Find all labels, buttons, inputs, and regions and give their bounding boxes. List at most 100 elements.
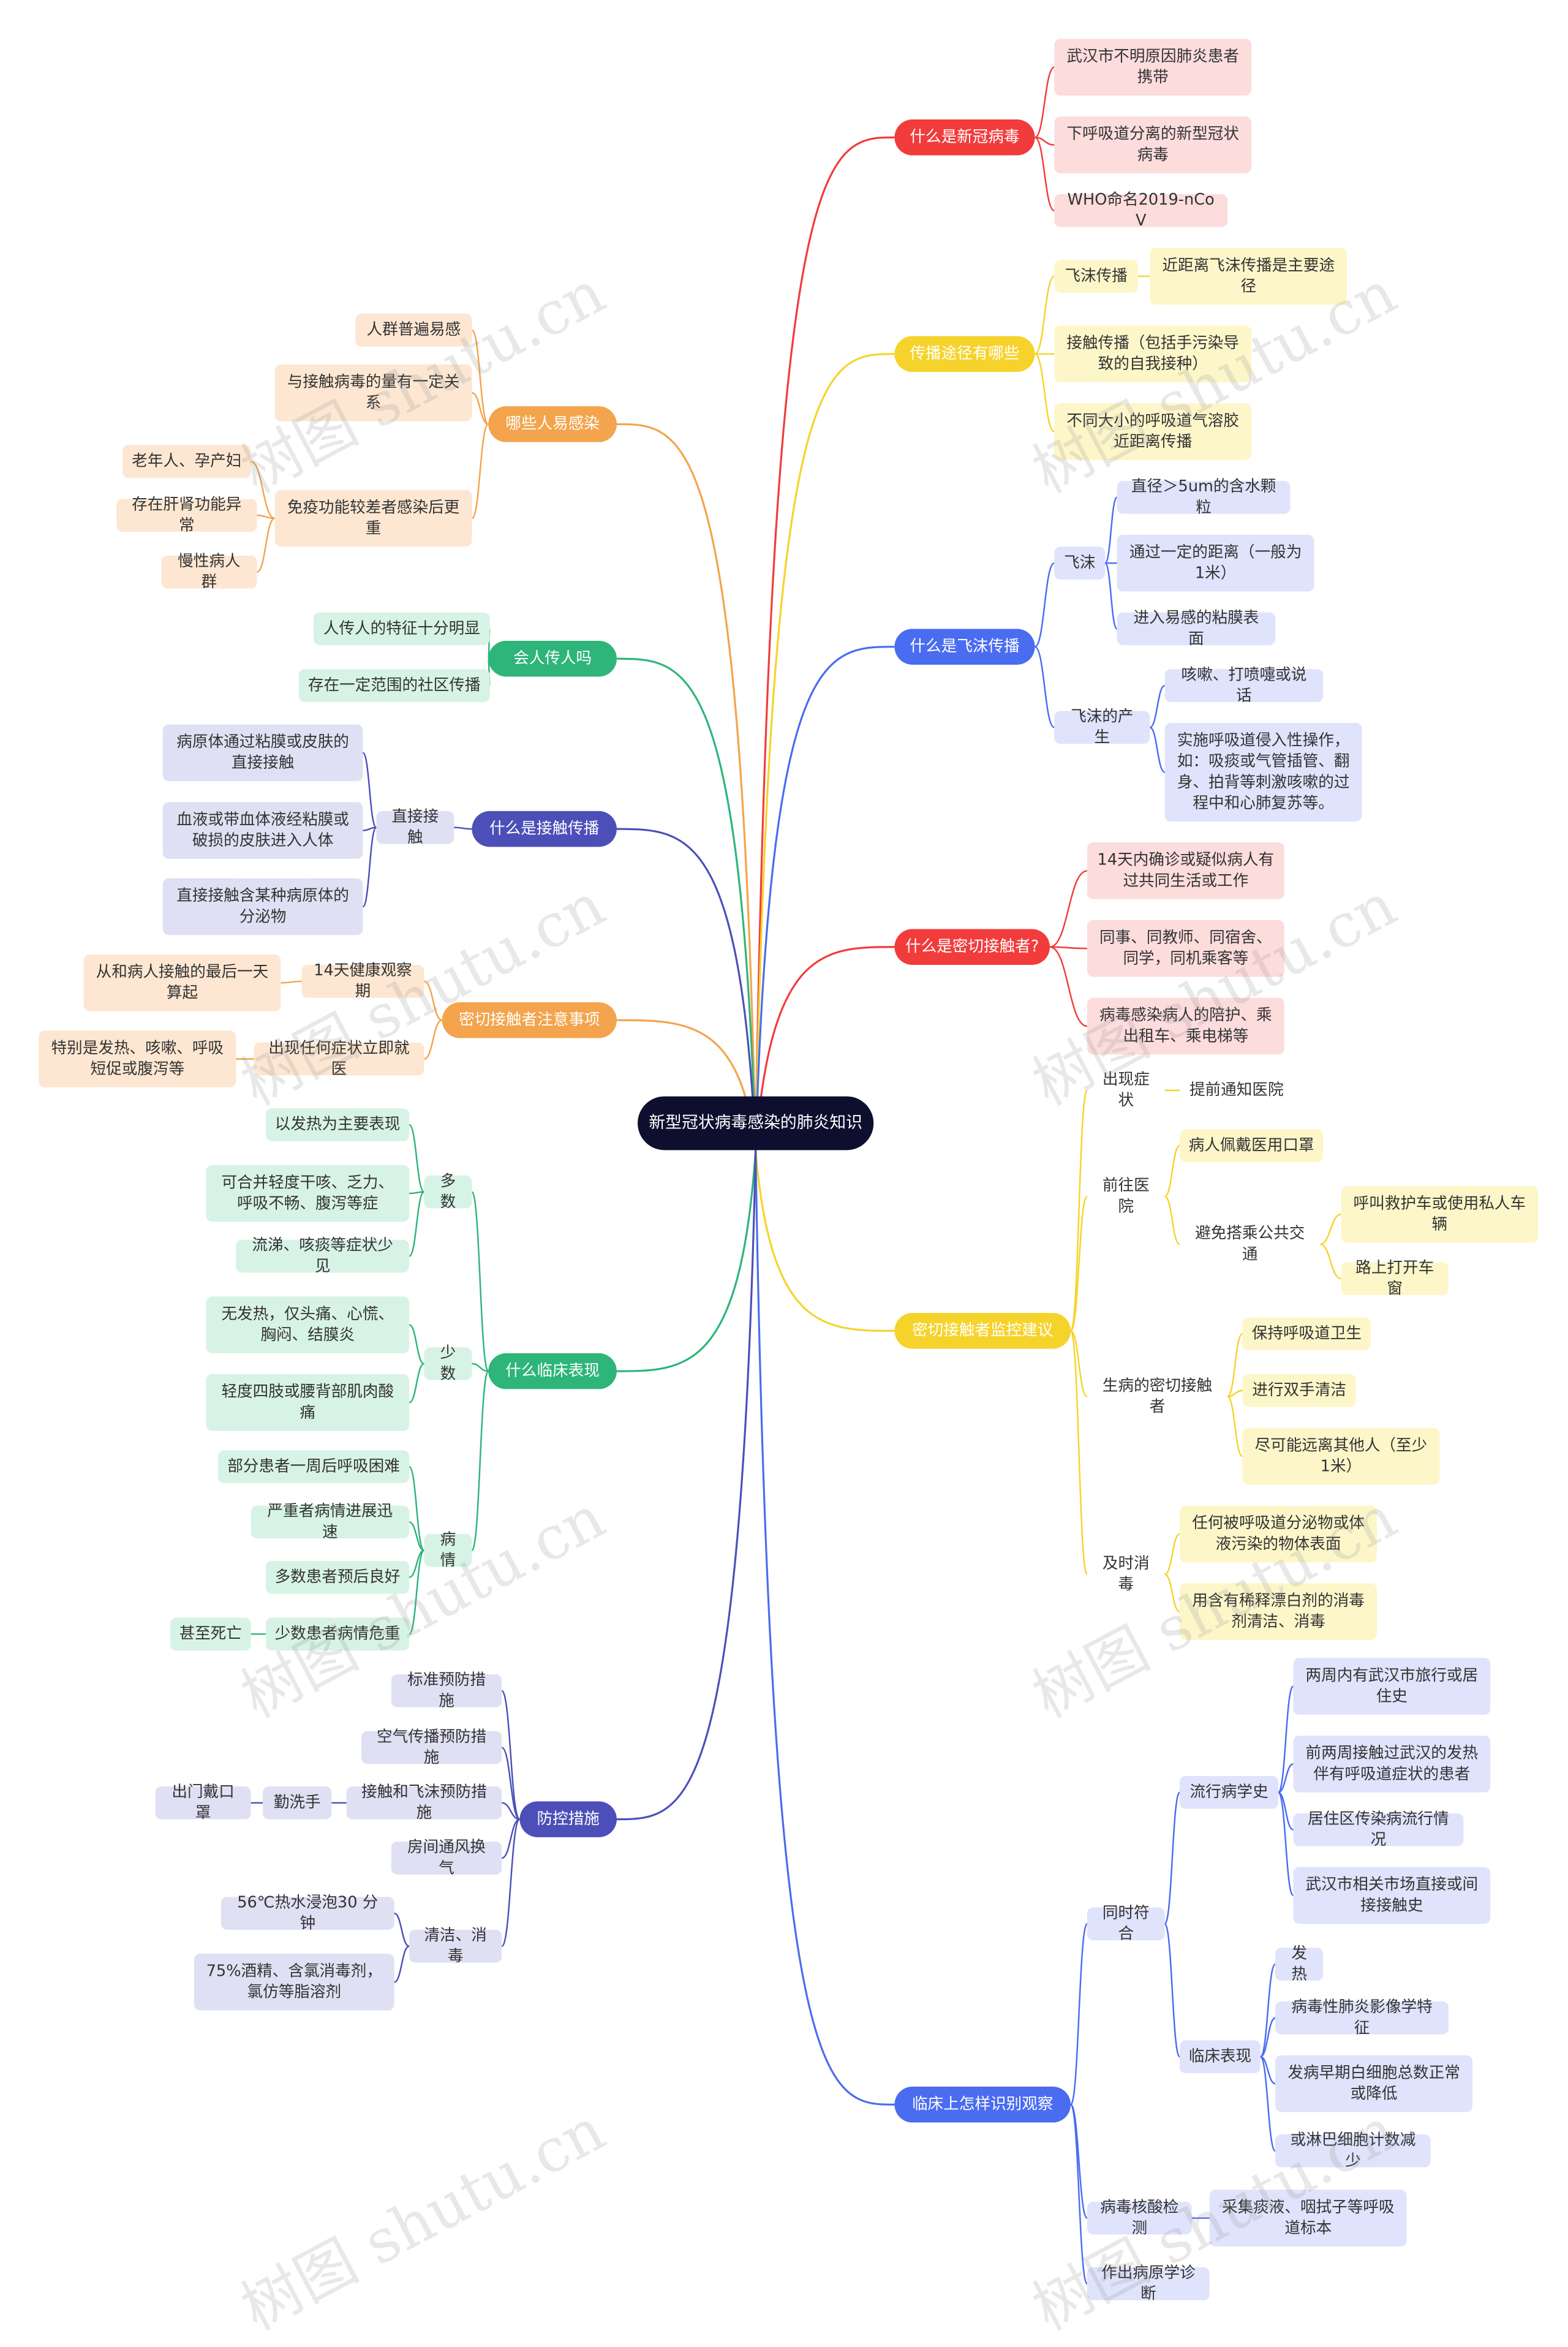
topic-critical[interactable]: 少数患者病情危重 (265, 1617, 410, 1651)
topic-fever[interactable]: 发热 (1275, 1944, 1324, 1984)
topic-wash-hands[interactable]: 勤洗手 (263, 1786, 332, 1820)
topic-no-fever[interactable]: 无发热，仅头痛、心慌、胸闷、结膜炎 (206, 1296, 410, 1353)
topic-avoid-transport[interactable]: 避免搭乘公共交通 (1195, 1225, 1305, 1264)
topic-runny-nose[interactable]: 流涕、咳痰等症状少见 (236, 1237, 410, 1276)
topic-open-window[interactable]: 路上打开车窗 (1341, 1259, 1449, 1298)
topic-liver-kidney[interactable]: 存在肝肾功能异常 (116, 496, 257, 535)
topic-mucosa-skin[interactable]: 病原体通过粘膜或皮肤的直接接触 (162, 724, 363, 782)
topic-condition[interactable]: 病情 (424, 1531, 472, 1570)
branch-transmission-routes[interactable]: 传播途径有哪些 (894, 336, 1035, 372)
topic-standard-precaution[interactable]: 标准预防措施 (391, 1671, 502, 1710)
topic-clinical-signs[interactable]: 临床表现 (1180, 2040, 1261, 2074)
topic-hot-water[interactable]: 56℃热水浸泡30 分钟 (221, 1894, 394, 1933)
branch-what-is-droplet[interactable]: 什么是飞沫传播 (894, 629, 1035, 665)
topic-ventilation[interactable]: 房间通风换气 (391, 1839, 502, 1878)
topic-general-susceptible[interactable]: 人群普遍易感 (355, 314, 472, 347)
topic-death[interactable]: 甚至死亡 (170, 1617, 251, 1651)
topic-notify-hospital[interactable]: 提前通知医院 (1189, 1081, 1284, 1100)
topic-epidemiology[interactable]: 流行病学史 (1180, 1775, 1279, 1809)
topic-wbc[interactable]: 发病早期白细胞总数正常或降低 (1275, 2055, 1472, 2112)
topic-clean-disinfect[interactable]: 清洁、消毒 (409, 1927, 502, 1966)
branch-close-contact[interactable]: 什么是密切接触者? (894, 929, 1050, 966)
topic-wear-mask-out[interactable]: 出门戴口罩 (155, 1783, 251, 1822)
topic-wear-mask[interactable]: 病人佩戴医用口罩 (1180, 1129, 1324, 1162)
topic-muscle-ache[interactable]: 轻度四肢或腰背部肌肉酸痛 (206, 1374, 410, 1431)
topic-close-droplet[interactable]: 近距离飞沫传播是主要途径 (1150, 248, 1348, 305)
topic-meet-all[interactable]: 同时符合 (1087, 1905, 1165, 1943)
topic-imaging[interactable]: 病毒性肺炎影像学特征 (1275, 1998, 1449, 2038)
connector-root-l1 (616, 423, 757, 1151)
topic-contaminated-surface[interactable]: 任何被呼吸道分泌物或体液污染的物体表面 (1180, 1505, 1377, 1563)
topic-dry-cough[interactable]: 可合并轻度干咳、乏力、呼吸不畅、腹泻等症 (206, 1165, 410, 1222)
topic-hand-cleaning[interactable]: 进行双手清洁 (1242, 1374, 1356, 1407)
topic-droplet[interactable]: 飞沫 (1054, 546, 1106, 580)
topic-diagnosis[interactable]: 作出病原学诊断 (1087, 2264, 1210, 2304)
topic-aerosol[interactable]: 不同大小的呼吸道气溶胶近距离传播 (1054, 403, 1252, 460)
topic-virus-amount[interactable]: 与接触病毒的量有一定关系 (274, 364, 472, 421)
topic-distance[interactable]: 通过一定的距离（一般为1米） (1117, 534, 1314, 592)
topic-diameter[interactable]: 直径＞5um的含水颗粒 (1117, 478, 1291, 517)
topic-who-name[interactable]: WHO命名2019-nCoV (1054, 191, 1228, 230)
topic-last-day[interactable]: 从和病人接触的最后一天算起 (83, 954, 281, 1011)
topic-blood[interactable]: 血液或带血体液经粘膜或破损的皮肤进入人体 (162, 802, 363, 859)
topic-keep-distance[interactable]: 尽可能远离其他人（至少1米） (1242, 1427, 1440, 1485)
topic-airborne-precaution[interactable]: 空气传播预防措施 (361, 1728, 502, 1767)
connector-r3a-r3a1 (1104, 496, 1118, 564)
topic-symptom-list[interactable]: 特别是发热、咳嗽、呼吸短促或腹泻等 (39, 1030, 236, 1087)
branch-clinical-identification[interactable]: 临床上怎样识别观察 (894, 2087, 1071, 2123)
topic-majority[interactable]: 多数 (424, 1173, 472, 1211)
topic-14-day-observation[interactable]: 14天健康观察期 (301, 962, 424, 1001)
topic-good-prognosis[interactable]: 多数患者预后良好 (265, 1560, 410, 1594)
connector-r5d-r5d2 (1164, 1573, 1180, 1612)
topic-secretions[interactable]: 直接接触含某种病原体的分泌物 (162, 878, 363, 935)
topic-obvious[interactable]: 人传人的特征十分明显 (314, 612, 490, 646)
topic-rapid-progress[interactable]: 严重者病情进展迅速 (251, 1503, 410, 1541)
topic-invasive-procedures[interactable]: 实施呼吸道侵入性操作，如：吸痰或气管插管、翻身、拍背等刺激咳嗽的过程中和心肺复苏… (1164, 723, 1362, 822)
topic-go-hospital[interactable]: 前往医院 (1102, 1177, 1150, 1216)
topic-weak-immunity[interactable]: 免疫功能较差者感染后更重 (274, 489, 472, 547)
topic-14-days[interactable]: 14天内确诊或疑似病人有过共同生活或工作 (1087, 842, 1284, 899)
topic-dyspnea[interactable]: 部分患者一周后呼吸困难 (217, 1450, 410, 1484)
topic-alcohol[interactable]: 75%酒精、含氯消毒剂，氯仿等脂溶剂 (194, 1954, 394, 2011)
topic-disinfect[interactable]: 及时消毒 (1102, 1555, 1150, 1594)
branch-clinical-manifestations[interactable]: 什么临床表现 (488, 1353, 617, 1389)
topic-fever-main[interactable]: 以发热为主要表现 (265, 1108, 410, 1141)
topic-bleach[interactable]: 用含有稀释漂白剂的消毒剂清洁、消毒 (1180, 1583, 1377, 1641)
topic-chronic[interactable]: 慢性病人群 (161, 553, 257, 591)
branch-contact-transmission[interactable]: 什么是接触传播 (472, 811, 617, 847)
topic-nucleic-acid[interactable]: 病毒核酸检测 (1087, 2199, 1192, 2237)
topic-cough-sneeze[interactable]: 咳嗽、打喷嚏或说话 (1164, 666, 1324, 705)
topic-respiratory-hygiene[interactable]: 保持呼吸道卫生 (1242, 1317, 1371, 1351)
topic-mucosa[interactable]: 进入易感的粘膜表面 (1117, 610, 1276, 648)
topic-elderly[interactable]: 老年人、孕产妇 (122, 445, 251, 478)
root-topic[interactable]: 新型冠状病毒感染的肺炎知识 (638, 1096, 874, 1151)
topic-sick-contact[interactable]: 生病的密切接触者 (1102, 1377, 1213, 1416)
topic-colleagues[interactable]: 同事、同教师、同宿舍、同学，同机乘客等 (1087, 920, 1284, 977)
topic-wuhan-travel[interactable]: 两周内有武汉市旅行或居住史 (1293, 1658, 1491, 1715)
branch-monitoring[interactable]: 密切接触者监控建议 (894, 1313, 1071, 1349)
topic-direct-contact[interactable]: 直接接触 (376, 808, 454, 847)
connector-root-l2 (616, 657, 757, 1151)
topic-caregivers[interactable]: 病毒感染病人的陪护、乘出租车、乘电梯等 (1087, 997, 1284, 1055)
topic-contact-transmission[interactable]: 接触传播（包括手污染导致的自我接种） (1054, 325, 1252, 383)
topic-sample[interactable]: 采集痰液、咽拭子等呼吸道标本 (1209, 2190, 1407, 2247)
topic-residence[interactable]: 居住区传染病流行情况 (1293, 1810, 1464, 1849)
topic-contact-droplet-precaution[interactable]: 接触和飞沫预防措施 (346, 1783, 502, 1822)
topic-symptoms[interactable]: 出现症状 (1102, 1071, 1150, 1110)
branch-what-is-covid[interactable]: 什么是新冠病毒 (894, 119, 1035, 156)
topic-droplet-transmission[interactable]: 飞沫传播 (1054, 260, 1138, 293)
branch-prevention[interactable]: 防控措施 (519, 1801, 617, 1837)
topic-lower-respiratory[interactable]: 下呼吸道分离的新型冠状病毒 (1054, 116, 1252, 173)
topic-droplet-generation[interactable]: 飞沫的产生 (1054, 708, 1150, 747)
topic-minority[interactable]: 少数 (424, 1344, 472, 1383)
topic-wuhan-patients[interactable]: 武汉市不明原因肺炎患者携带 (1054, 39, 1252, 96)
topic-lymphocyte[interactable]: 或淋巴细胞计数减少 (1275, 2131, 1431, 2171)
topic-seek-care[interactable]: 出现任何症状立即就医 (254, 1040, 424, 1078)
topic-ambulance[interactable]: 呼叫救护车或使用私人车辆 (1341, 1185, 1539, 1243)
branch-contact-notes[interactable]: 密切接触者注意事项 (442, 1002, 617, 1038)
topic-contact-fever[interactable]: 前两周接触过武汉的发热伴有呼吸道症状的患者 (1293, 1736, 1491, 1793)
topic-market[interactable]: 武汉市相关市场直接或间接接触史 (1293, 1867, 1491, 1924)
topic-community[interactable]: 存在一定范围的社区传播 (298, 669, 490, 702)
branch-human-to-human[interactable]: 会人传人吗 (488, 640, 617, 677)
branch-susceptible[interactable]: 哪些人易感染 (488, 406, 617, 442)
